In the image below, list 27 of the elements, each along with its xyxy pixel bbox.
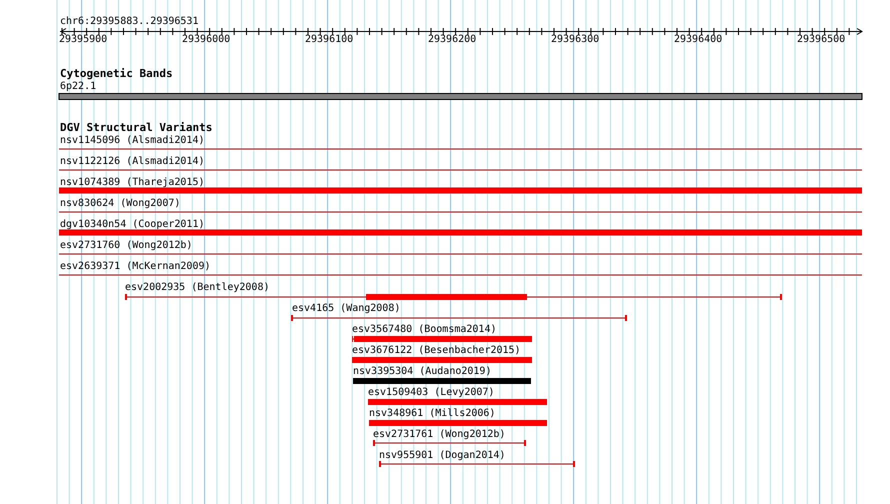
tick-label: 29396400: [674, 34, 722, 45]
tick-label: 29396200: [428, 34, 476, 45]
variant-label: dgv10340n54 (Cooper2011): [60, 219, 204, 230]
variant-label: esv2639371 (McKernan2009): [60, 261, 211, 272]
coordinate-label: chr6:29395883..29396531: [60, 16, 198, 27]
variant-label: esv2002935 (Bentley2008): [125, 282, 270, 293]
track-title: DGV Structural Variants: [60, 122, 212, 133]
band-label: 6p22.1: [60, 81, 96, 92]
variant-label: nsv955901 (Dogan2014): [379, 450, 506, 461]
variant-label: nsv348961 (Mills2006): [369, 408, 496, 419]
variant-label: nsv3395304 (Audano2019): [353, 366, 492, 377]
tick-label: 29396000: [182, 34, 230, 45]
tick-label: 29396100: [305, 34, 354, 45]
variant-label: esv2731761 (Wong2012b): [373, 429, 506, 440]
track-title: Cytogenetic Bands: [60, 68, 173, 79]
variant-label: esv2731760 (Wong2012b): [60, 240, 192, 251]
tick-label: 29396500: [797, 34, 846, 45]
variant-label: nsv1145096 (Alsmadi2014): [60, 135, 204, 146]
variant-label: esv3567480 (Boomsma2014): [352, 324, 496, 335]
variant-label: nsv830624 (Wong2007): [60, 198, 180, 209]
variant-label: esv1509403 (Levy2007): [368, 387, 494, 398]
tick-label: 29395900: [59, 34, 108, 45]
variant-label: esv4165 (Wang2008): [292, 303, 400, 314]
variant-label: nsv1074389 (Thareja2015): [60, 177, 204, 188]
tick-label: 29396300: [551, 34, 600, 45]
variant-label: esv3676122 (Besenbacher2015): [352, 345, 521, 356]
variant-label: nsv1122126 (Alsmadi2014): [60, 156, 204, 167]
